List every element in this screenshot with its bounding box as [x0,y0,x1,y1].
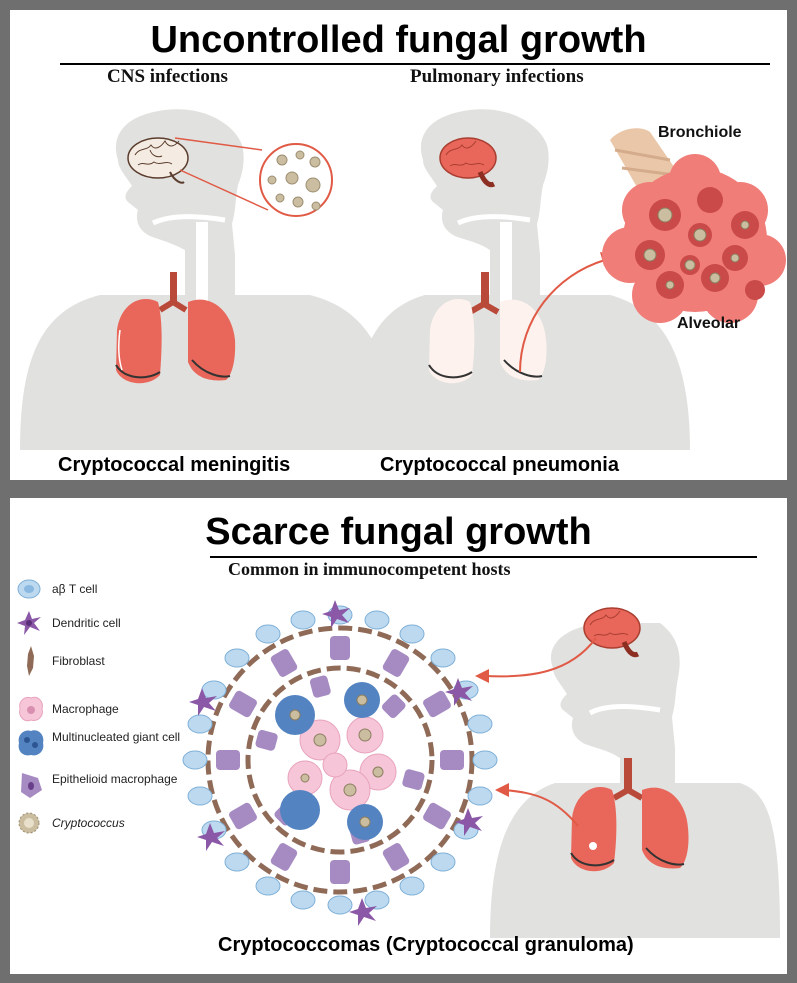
bronchiole-label: Bronchiole [658,124,742,141]
bottom-subtitle: Common in immunocompetent hosts [228,559,511,579]
legend-cryptococcus: Cryptococcus [16,808,186,838]
granuloma-illustration [182,600,780,938]
legend-cryptococcus-label: Cryptococcus [52,816,125,830]
legend-epithelioid-macrophage: Epithelioid macrophage [16,768,186,804]
bottom-title-divider [210,556,757,558]
legend-fibroblast: Fibroblast [16,644,186,676]
cns-subtitle: CNS infections [107,66,228,87]
bottom-panel: Scarce fungal growth Common in immunocom… [10,498,787,974]
top-panel-title: Uncontrolled fungal growth [150,19,647,61]
top-panel: Uncontrolled fungal growth CNS infection… [10,10,787,480]
pneumonia-caption: Cryptococcal pneumonia [380,454,619,476]
legend-giant-cell-label: Multinucleated giant cell [52,730,181,744]
pulmonary-subtitle: Pulmonary infections [410,66,584,87]
alveolar-label: Alveolar [677,315,741,332]
granuloma [182,600,498,926]
title-divider [60,63,770,65]
legend-giant-cell: Multinucleated giant cell [16,726,186,762]
legend-macrophage: Macrophage [16,694,186,724]
legend-dendritic-cell: Dendritic cell [16,608,186,638]
bottom-body-silhouette [475,607,780,938]
legend-t-cell-label: aβ T cell [52,582,98,596]
legend-macrophage-label: Macrophage [52,702,119,716]
left-body-silhouette [20,109,395,451]
legend-epithelioid-label: Epithelioid macrophage [52,772,178,786]
meningitis-caption: Cryptococcal meningitis [58,454,291,476]
right-body-silhouette [352,109,690,451]
top-illustration [20,109,786,451]
legend-t-cell: aβ T cell [16,574,186,604]
alveoli-cluster [602,128,786,323]
granuloma-caption: Cryptococcomas (Cryptococcal granuloma) [218,934,634,956]
bottom-panel-title: Scarce fungal growth [205,511,592,553]
legend-fibroblast-label: Fibroblast [52,654,105,668]
legend-dendritic-cell-label: Dendritic cell [52,616,121,630]
